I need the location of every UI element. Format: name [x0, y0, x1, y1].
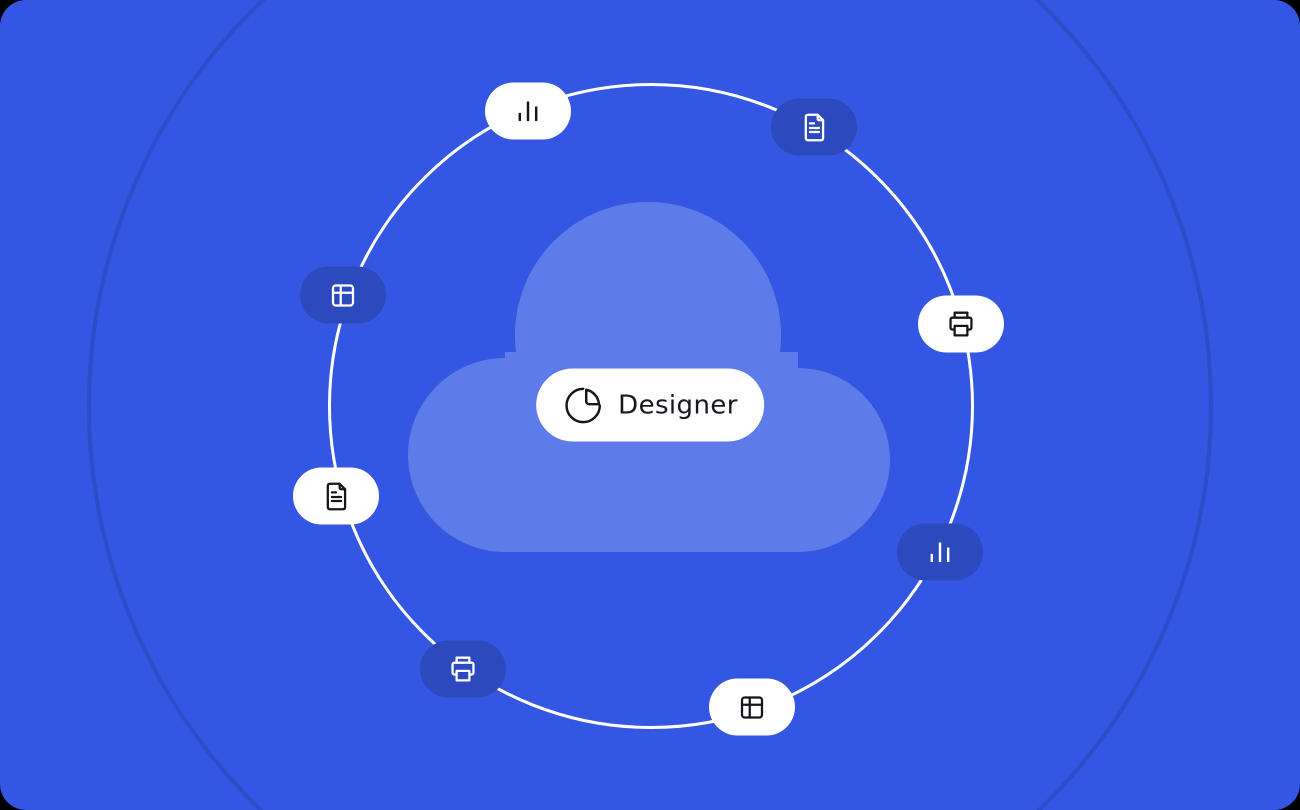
document-icon	[794, 107, 834, 147]
printer-badge	[918, 295, 1004, 353]
table-icon	[732, 687, 772, 727]
bar-chart-badge	[485, 82, 571, 140]
bar-chart-icon	[508, 91, 548, 131]
bar-chart-icon	[920, 532, 960, 572]
document-badge	[771, 98, 857, 156]
designer-badge: Designer	[536, 368, 764, 442]
printer-icon	[443, 649, 483, 689]
document-icon	[316, 476, 356, 516]
table-icon	[323, 275, 363, 315]
pie-chart-icon	[562, 384, 604, 426]
table-badge	[709, 678, 795, 736]
printer-icon	[941, 304, 981, 344]
printer-badge	[420, 640, 506, 698]
designer-label: Designer	[618, 390, 738, 420]
bar-chart-badge	[897, 523, 983, 581]
document-badge	[293, 467, 379, 525]
table-badge	[300, 266, 386, 324]
